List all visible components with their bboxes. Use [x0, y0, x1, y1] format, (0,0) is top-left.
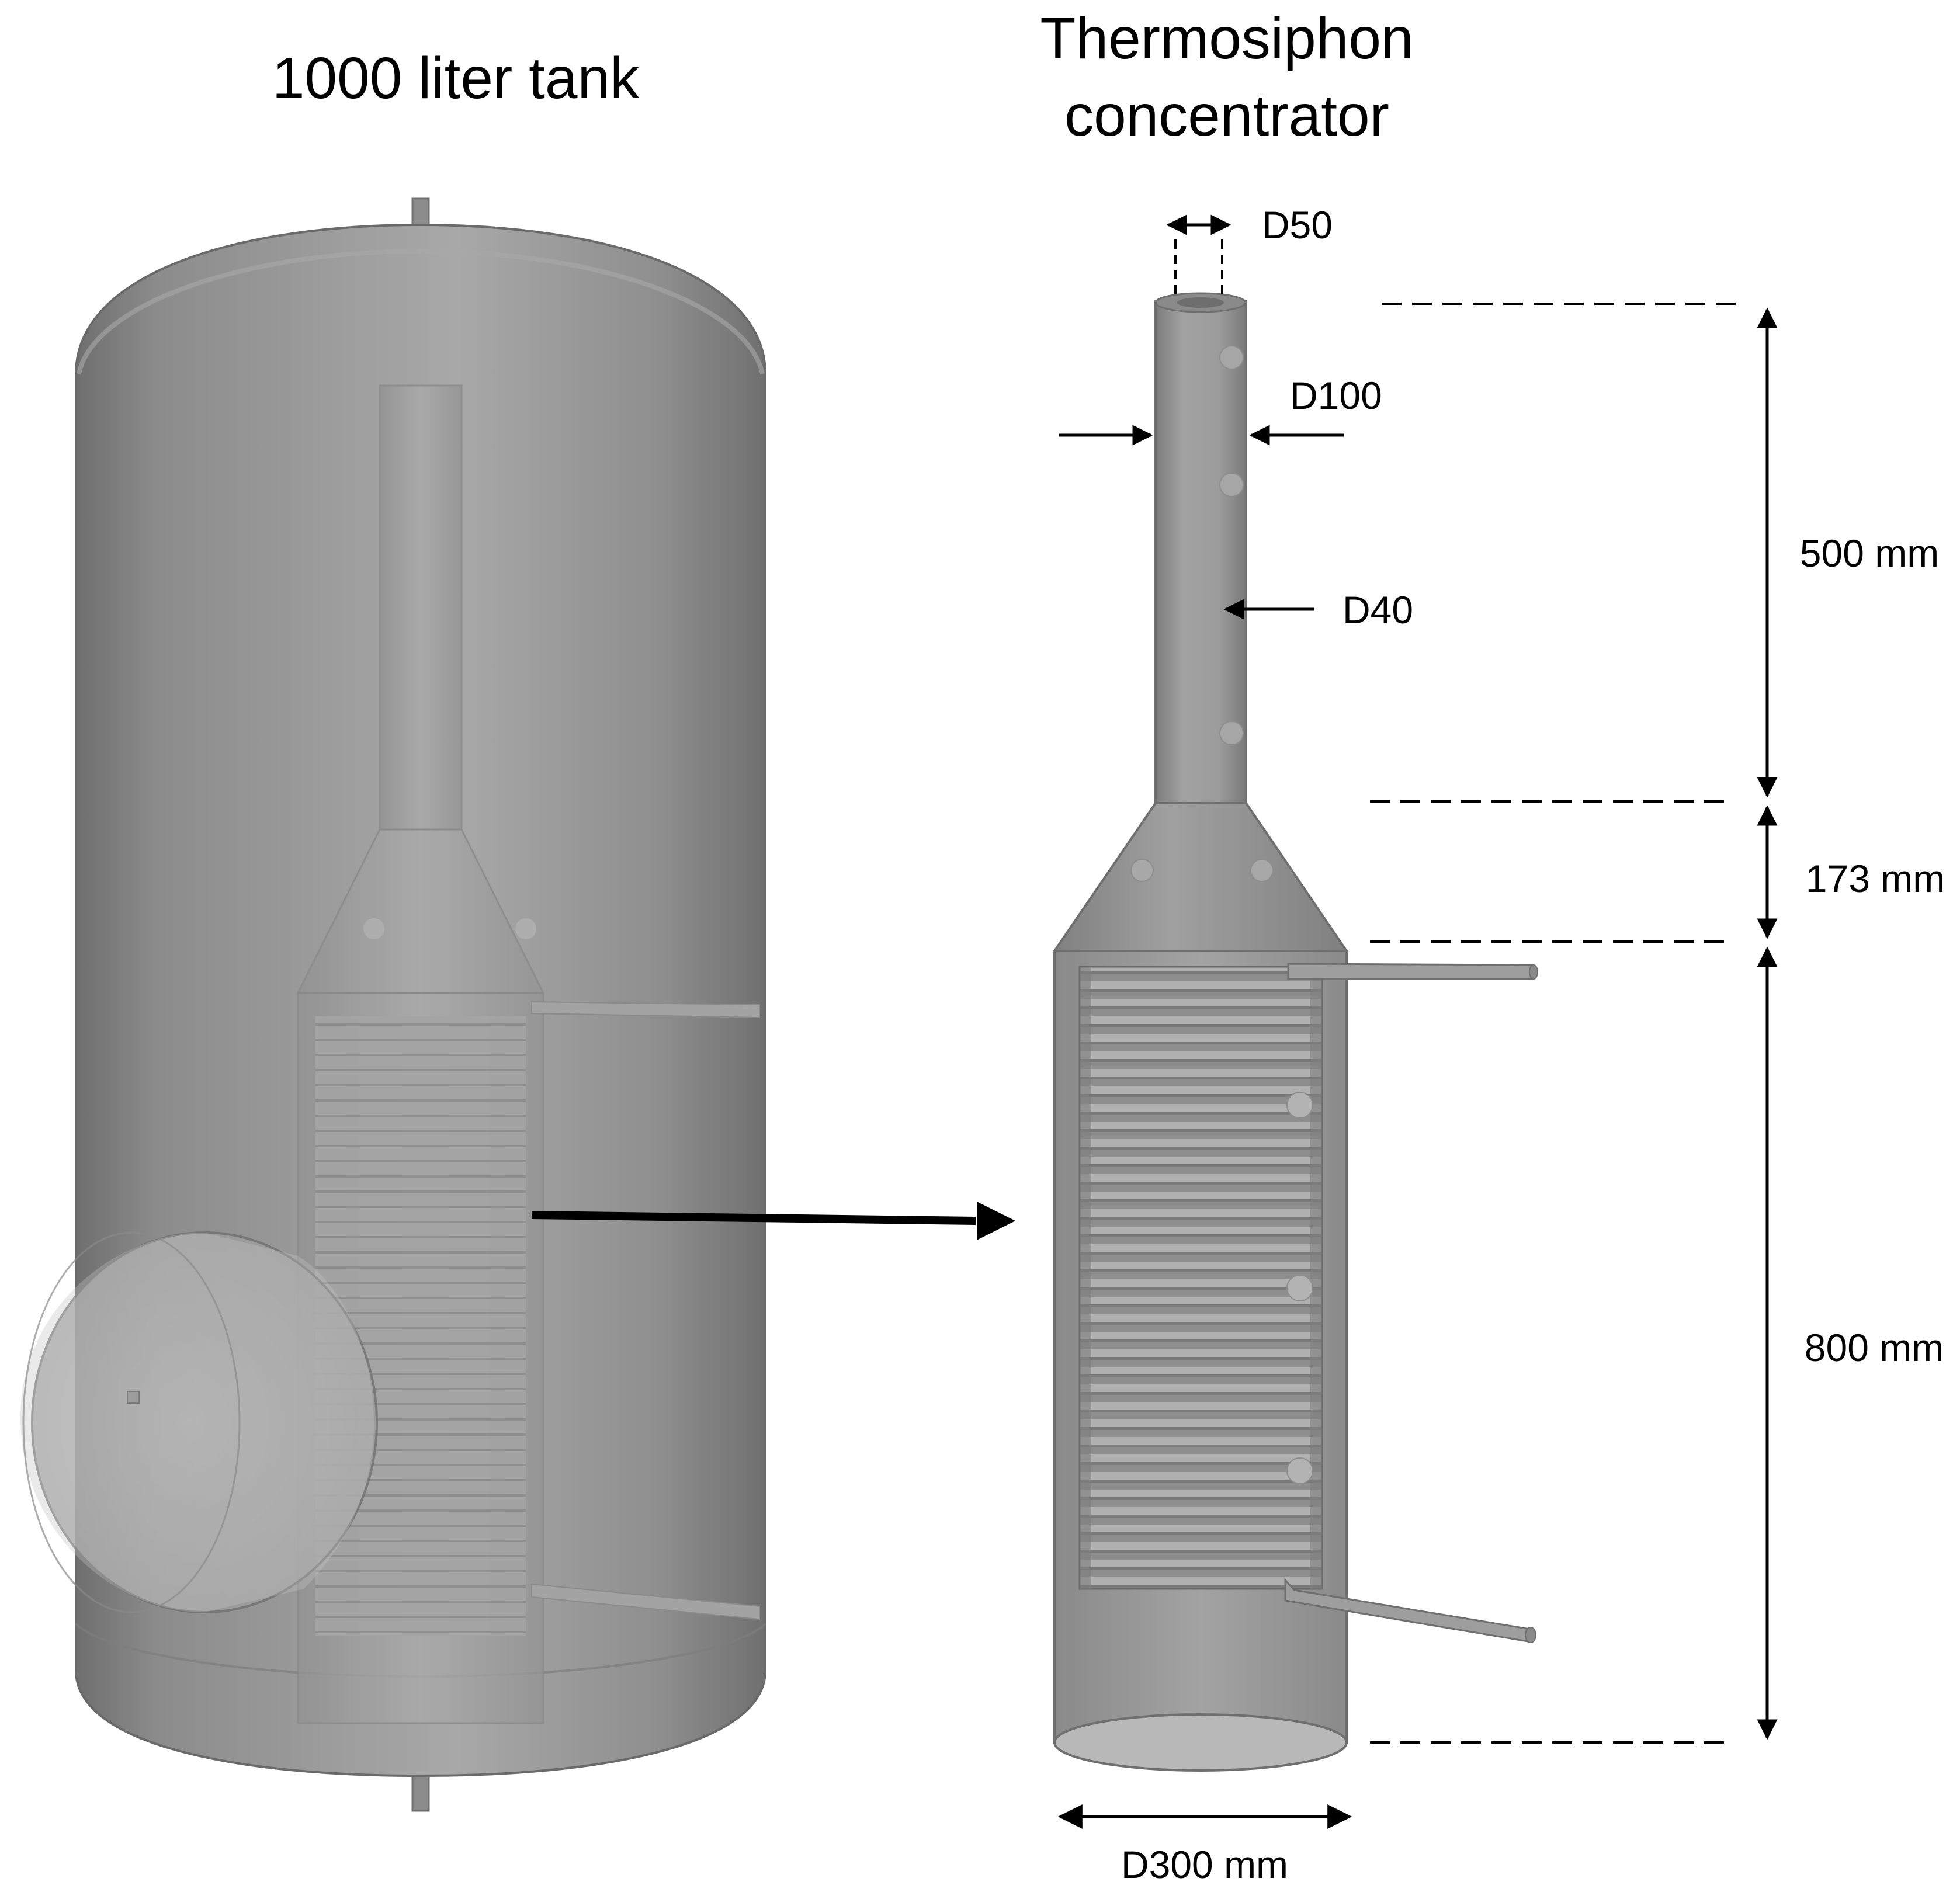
- shell-port-3: [1286, 1457, 1313, 1484]
- concentrator-title-line1: Thermosiphon: [1040, 6, 1413, 71]
- concentrator-illustration: [1052, 292, 1538, 1772]
- tank-dome-highlight: [77, 248, 765, 374]
- concentrator-title-line2: concentrator: [1064, 83, 1389, 148]
- tank-inner-lower-connector: [531, 1583, 760, 1620]
- coil-inlet-pipe: [1287, 963, 1535, 980]
- tank-inner-port-2: [515, 918, 536, 939]
- h800-label: 800 mm: [1805, 1326, 1944, 1369]
- tank-manhole-rim: [22, 1231, 241, 1613]
- tank-illustration: [20, 197, 766, 1812]
- tank-inner-port-1: [363, 918, 384, 939]
- coil-left-edge: [1080, 967, 1091, 1589]
- h500-label: 500 mm: [1800, 532, 1939, 575]
- d50-label: D50: [1262, 203, 1333, 247]
- riser-port-2: [1219, 473, 1244, 497]
- lower-shell-bottom-opening: [1053, 1713, 1348, 1772]
- riser-port-1: [1219, 345, 1244, 370]
- h173-label: 173 mm: [1806, 857, 1945, 900]
- tank-manhole-face: [20, 1233, 374, 1612]
- riser-port-3: [1219, 721, 1244, 745]
- tank-inner-riser-pipe: [379, 384, 463, 831]
- cone-port-2: [1250, 859, 1274, 882]
- tank-manhole-flange: [31, 1231, 378, 1613]
- coil-right-edge: [1310, 967, 1322, 1589]
- riser-inner-opening: [1177, 297, 1224, 308]
- coil-outlet-end: [1525, 1627, 1536, 1643]
- tank-title: 1000 liter tank: [272, 46, 640, 111]
- d100-label: D100: [1290, 374, 1382, 417]
- cone-port-1: [1130, 859, 1154, 882]
- shell-port-1: [1286, 1092, 1313, 1119]
- zoom-arrow-head: [977, 1202, 1015, 1240]
- coil-inlet-end: [1529, 964, 1538, 980]
- cone-section: [1052, 802, 1349, 952]
- shell-port-2: [1286, 1275, 1313, 1301]
- d40-label: D40: [1342, 588, 1413, 631]
- dimension-annotations: D50 D100 D40 D300 mm 500 mm 173 mm 800 m…: [1057, 203, 1945, 1886]
- d300-label: D300 mm: [1121, 1843, 1288, 1886]
- heat-exchanger-coil: [1078, 966, 1323, 1590]
- tank-inner-upper-connector: [531, 1001, 760, 1019]
- tank-manhole-bolt: [127, 1391, 140, 1404]
- zoom-arrow-shaft: [531, 1211, 976, 1225]
